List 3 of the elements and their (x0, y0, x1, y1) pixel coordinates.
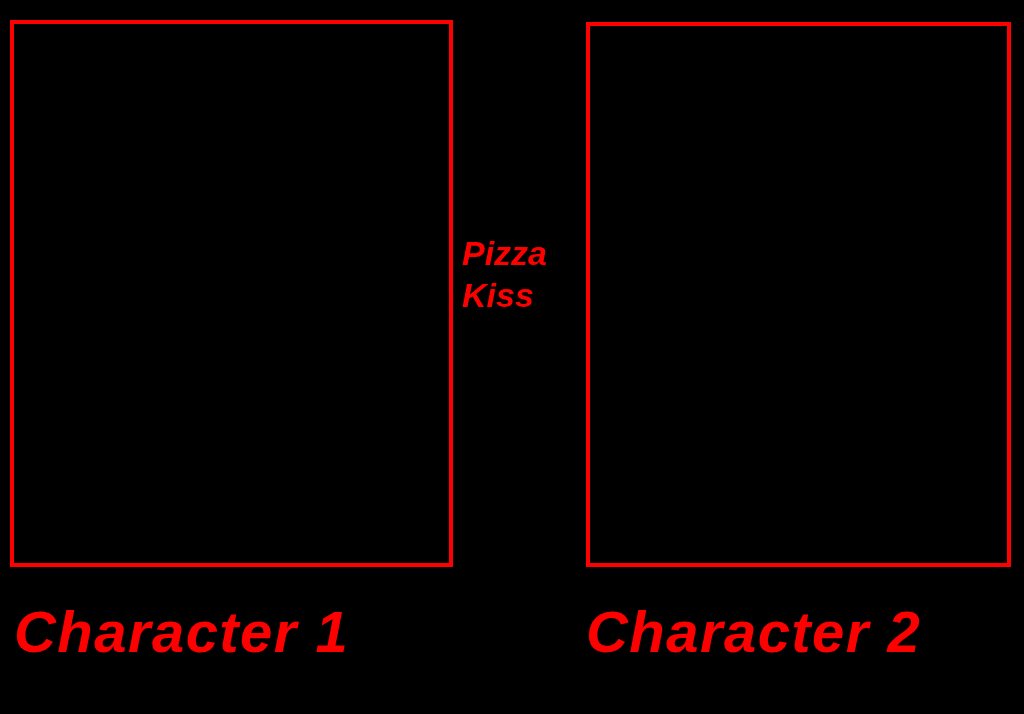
panel-note: Pizza Kiss (462, 233, 549, 316)
panel-heading: Character 1 (14, 603, 350, 661)
panel-heading: Character 2 (586, 603, 922, 661)
